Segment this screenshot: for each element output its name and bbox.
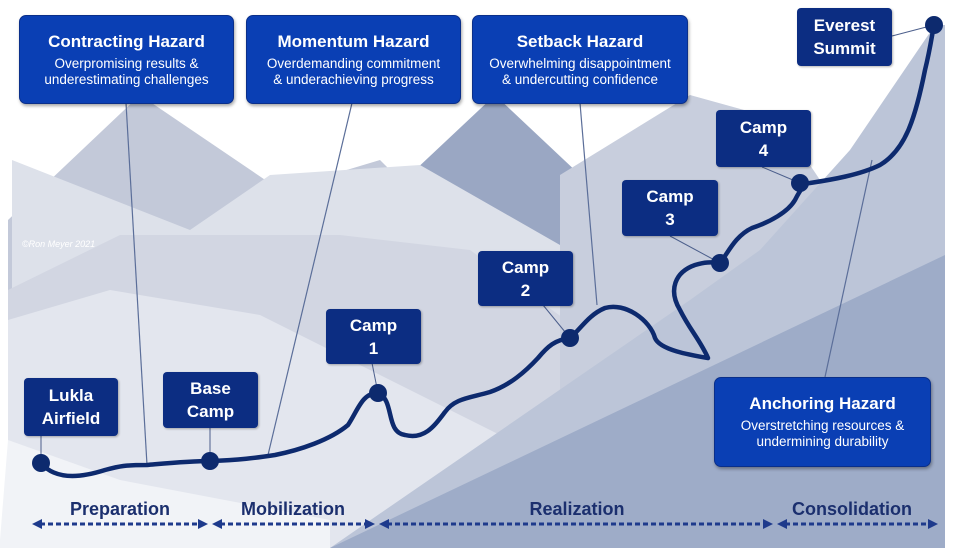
hazard-description-line: underestimating challenges (44, 71, 209, 87)
hazard-description-line: Overpromising results & (54, 55, 199, 71)
momentum-hazard-box: Momentum Hazard Overdemanding commitment… (246, 15, 461, 104)
hazard-description-line: & undercutting confidence (501, 71, 659, 87)
hazard-title: Setback Hazard (516, 31, 644, 51)
hazard-title: Contracting Hazard (48, 31, 205, 51)
arrowhead-left (777, 519, 787, 529)
marker-camp4 (791, 174, 809, 192)
camp-1-box: Camp 1 (326, 309, 421, 364)
camp-4-box: Camp 4 (716, 110, 811, 167)
connector-setback (579, 102, 598, 306)
marker-base-camp (201, 452, 219, 470)
arrowhead-left (379, 519, 389, 529)
arrowhead-right (198, 519, 208, 529)
arrowhead-left (212, 519, 222, 529)
camp-3-box: Camp 3 (622, 180, 718, 236)
hazard-description-line: undermining durability (756, 434, 889, 449)
everest-summit-box: Everest Summit (797, 8, 892, 66)
phase-mobilization: Mobilization (241, 499, 345, 519)
mountain-left-slope (8, 290, 560, 548)
stop-label-line: 3 (665, 210, 675, 229)
marker-camp2 (561, 329, 579, 347)
hazard-title: Momentum Hazard (277, 31, 430, 51)
stop-label-line: 2 (520, 280, 531, 300)
stop-label-line: Airfield (41, 409, 101, 428)
hazard-description-line: Overdemanding commitment (266, 55, 441, 71)
arrow-heads (32, 519, 938, 529)
hazard-description-line: Overwhelming disappointment (489, 55, 671, 71)
arrowhead-right (763, 519, 773, 529)
stop-label-line: Summit (813, 39, 876, 58)
base-camp-box: Base Camp (163, 372, 258, 428)
marker-lukla (32, 454, 50, 472)
stop-label-line: Lukla (48, 386, 94, 405)
phase-preparation: Preparation (69, 499, 171, 519)
stop-label-line: 1 (368, 338, 379, 358)
connector-camp3 (669, 235, 721, 264)
stop-label-line: Camp (739, 117, 788, 137)
stop-label-line: Camp (646, 187, 694, 206)
hazard-description-line: Overstretching resources & (740, 418, 905, 433)
connector-momentum (267, 102, 353, 456)
arrowhead-right (365, 519, 375, 529)
arrowhead-left (32, 519, 42, 529)
camp-2-box: Camp 2 (478, 251, 573, 306)
stop-label-line: Camp (349, 315, 398, 335)
foreground-slope (330, 255, 945, 548)
connector-anchoring (824, 159, 873, 378)
lukla-airfield-box: Lukla Airfield (24, 378, 118, 436)
stop-label-line: Base (190, 379, 231, 398)
phase-realization: Realization (529, 499, 625, 519)
arrowhead-right (928, 519, 938, 529)
phase-consolidation: Consolidation (792, 499, 912, 519)
stop-label-line: Everest (813, 16, 876, 35)
marker-camp3 (711, 254, 729, 272)
setback-hazard-box: Setback Hazard Overwhelming disappointme… (472, 15, 688, 104)
hazard-description-line: & underachieving progress (273, 71, 434, 87)
copyright-notice: ©Ron Meyer 2021 (22, 239, 96, 249)
snow-foreground (0, 440, 330, 548)
stop-label-line: Camp (186, 402, 235, 421)
stop-label-line: Camp (501, 257, 550, 277)
connector-contracting (125, 102, 148, 466)
anchoring-hazard-box: Anchoring Hazard Overstretching resource… (714, 377, 931, 467)
hazard-title: Anchoring Hazard (749, 394, 896, 413)
stop-label-line: 4 (758, 140, 769, 160)
marker-summit (925, 16, 943, 34)
marker-camp1 (369, 384, 387, 402)
contracting-hazard-box: Contracting Hazard Overpromising results… (19, 15, 234, 104)
